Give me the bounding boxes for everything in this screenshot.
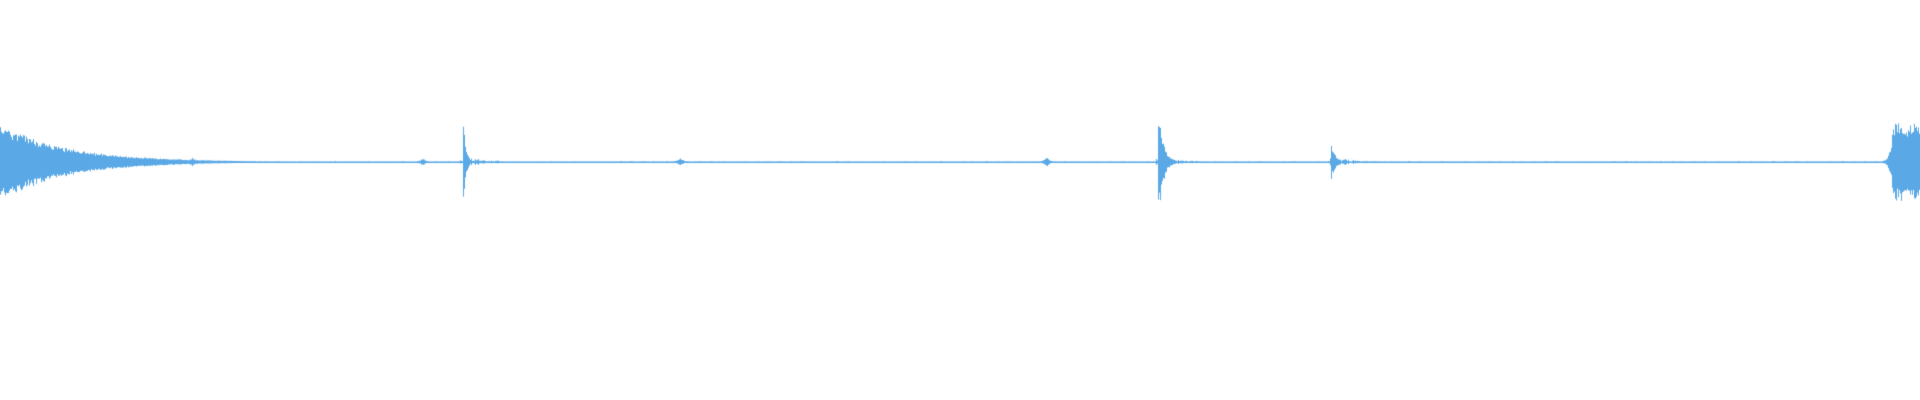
audio-waveform[interactable] (0, 0, 1920, 400)
